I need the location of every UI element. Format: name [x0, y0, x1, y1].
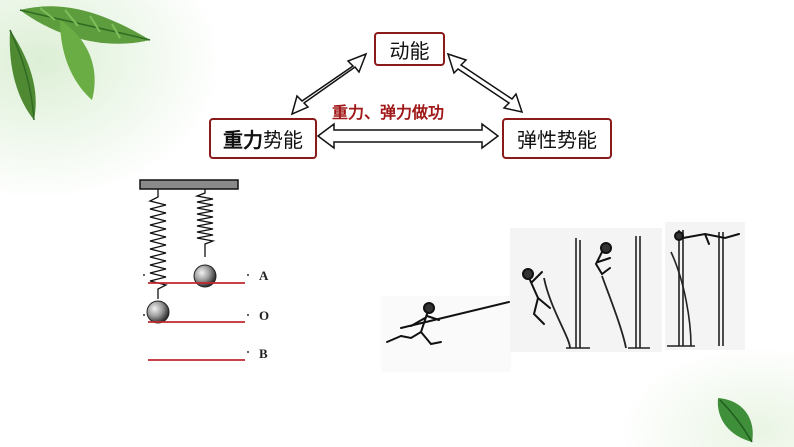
- ball-at-O: [146, 300, 170, 324]
- leaf-decoration-icon: [717, 398, 753, 443]
- node-gravitational-potential-energy: 重力势能: [209, 118, 317, 159]
- spring-diagram: [139, 179, 249, 361]
- node-elastic-potential-energy: 弹性势能: [502, 118, 612, 159]
- level-label-B: B: [259, 346, 268, 361]
- pole-vault-top-panel: [665, 222, 745, 350]
- pole-vault-mid-panel: [510, 228, 662, 352]
- arrow-gravity-elastic: [316, 122, 500, 150]
- ball-at-A: [193, 264, 217, 288]
- ceiling-support: [139, 179, 239, 190]
- pole-vault-run-panel: [381, 296, 511, 372]
- pole-vaulter-figure: [522, 242, 612, 325]
- pole-vaulter-figure: [674, 231, 740, 245]
- level-label-O: O: [259, 308, 270, 323]
- edge-label-work: 重力、弹力做功: [332, 103, 445, 122]
- pole-vaulter-figure: [386, 301, 510, 346]
- energy-arrows: [290, 52, 524, 150]
- level-label-A: A: [259, 268, 269, 283]
- leaf-decoration-bottom-right: [717, 398, 753, 443]
- arrow-gravity-kinetic: [290, 52, 368, 116]
- node-kinetic-energy: 动能: [374, 32, 445, 66]
- leaf-decoration-icon: [9, 6, 151, 121]
- leaf-cluster-top-left: [9, 6, 151, 121]
- spring-icon: [148, 189, 216, 299]
- arrow-kinetic-elastic: [446, 52, 524, 114]
